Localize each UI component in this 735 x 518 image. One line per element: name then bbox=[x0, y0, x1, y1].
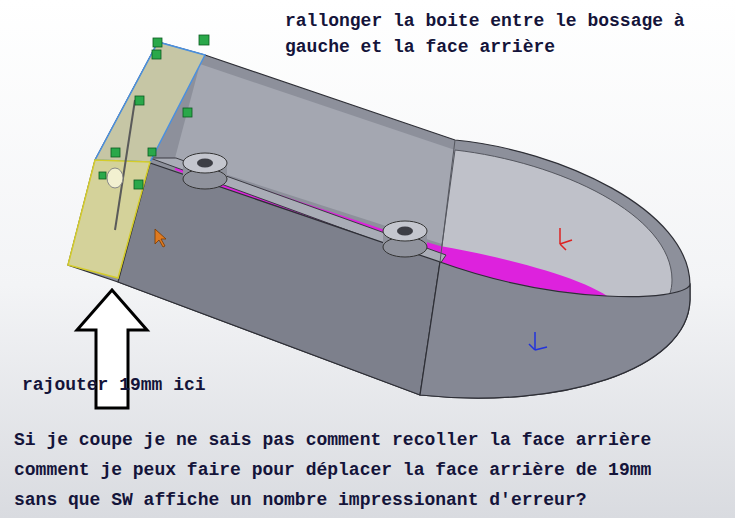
selection-top bbox=[95, 42, 205, 162]
boss bbox=[383, 221, 427, 257]
mouse-cursor bbox=[155, 229, 166, 247]
annotation-text: Si je coupe je ne sais pas comment recol… bbox=[14, 425, 674, 515]
part-body bbox=[68, 42, 690, 398]
relation-markers bbox=[99, 35, 209, 189]
selection-face bbox=[68, 160, 150, 278]
side-face bbox=[118, 163, 440, 395]
boss bbox=[183, 153, 227, 189]
axis-triad bbox=[529, 332, 547, 350]
round-end-face bbox=[420, 262, 690, 398]
axis-triad bbox=[560, 228, 572, 250]
annotation-text: rajouter 19mm ici bbox=[22, 372, 282, 398]
annotation-text: rallonger la boite entre le bossage à ga… bbox=[285, 8, 725, 60]
